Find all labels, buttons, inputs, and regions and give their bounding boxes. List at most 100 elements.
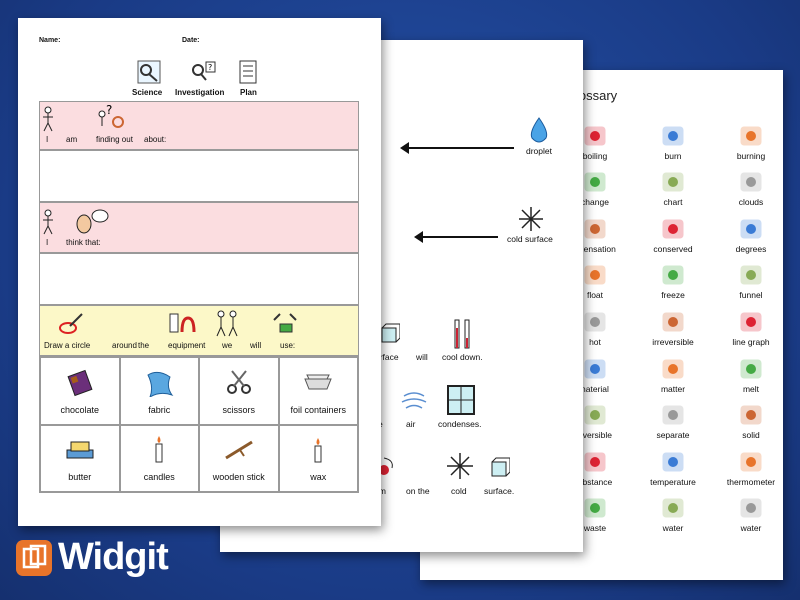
sentence-word: we [222,341,233,350]
cube-icon [491,457,510,477]
finding-out-answer-box[interactable] [39,150,359,202]
sentence-word: I [46,135,49,144]
hot-icon [584,312,606,332]
glossary-item: burn [630,118,716,165]
glossary-item-label: water [662,523,684,534]
funnel-icon [740,265,762,285]
change-icon [584,172,606,192]
glossary-item-label: melt [742,383,760,394]
glossary-item: line graph [716,304,783,351]
sentence-word: on the [406,486,430,496]
equipment-item[interactable]: butter [40,424,120,492]
foil-containers-icon [304,374,332,390]
irreversible-icon [662,312,684,332]
glossary-item: boiling [560,118,630,165]
sentence-word: am [66,135,78,144]
cold-surface-label: cold surface [507,234,553,244]
equipment-item-label: fabric [148,404,171,415]
sentence-word: I [46,238,49,247]
widgit-logo: Widgit [16,536,169,579]
widgit-logo-text: Widgit [58,536,169,578]
degrees-icon [740,219,762,239]
science-label: Science [132,88,163,97]
equipment-item[interactable]: chocolate [40,357,120,425]
equipment-item[interactable]: wax [278,424,358,492]
equipment-item[interactable]: wooden stick [199,424,279,492]
name-label: Name: [39,37,61,44]
sentence-word: equipment [168,341,206,350]
think-answer-box[interactable] [39,253,359,305]
burn-icon [662,126,684,146]
sentence-word: use: [280,341,296,350]
glossary-item-label: change [581,197,609,208]
equipment-item-label: chocolate [60,404,100,415]
glossary-item-label: clouds [738,197,764,208]
glossary-item-label: burning [736,150,766,161]
glossary-item: ndensation [560,211,630,258]
glossary-item: temperature [630,444,716,491]
boiling-icon [584,126,606,146]
snowflake-icon [519,207,543,231]
clouds-icon [740,172,762,192]
sentence-word: Draw a circle [44,341,91,350]
glossary-item: change [560,165,630,212]
burning-icon [740,126,762,146]
glossary-item: funnel [716,258,783,305]
equipment-prompt: Draw a circle around the equipment we wi… [39,305,359,356]
matter-icon [662,359,684,379]
equipment-item-label: foil containers [290,404,347,415]
glossary-item: separate [630,398,716,445]
glossary-item: water [716,491,783,538]
glossary-item-label: waste [583,523,607,534]
sentence-word: think that: [66,238,101,247]
reversible-icon [584,405,606,425]
droplet-arrow [400,142,514,154]
equipment-item[interactable]: scissors [199,357,279,425]
sentence-word: will [416,352,428,362]
equipment-item[interactable]: candles [119,424,199,492]
glossary-item-label: ubstance [577,476,613,487]
wax-icon [314,438,322,463]
glossary-title: lossary [576,88,618,103]
thermometer-icon [740,452,762,472]
glossary-item: conserved [630,211,716,258]
finding-out-icon: ? [98,104,124,128]
temperature-icon [662,452,684,472]
finding-out-prompt: ? I am finding out about: [39,101,359,150]
glossary-item-label: temperature [650,476,696,487]
think-icon [76,209,109,234]
glossary-item-label: burn [664,150,682,161]
glossary-item: degrees [716,211,783,258]
investigation-icon: ? [192,61,216,81]
glossary-item: float [560,258,630,305]
droplet-icon [530,117,548,143]
glossary-item-label: thermometer [726,476,776,487]
glossary-item: hot [560,304,630,351]
equipment-item[interactable]: fabric [119,357,199,425]
svg-text:?: ? [208,63,212,72]
glossary-item-label: water [740,523,762,534]
think-prompt: I think that: [39,202,359,253]
sentence-word: condenses. [438,419,482,429]
wooden-stick-icon [224,440,253,460]
snowflake-icon [447,453,473,479]
equipment-item-label: wooden stick [212,472,265,483]
science-icon [137,60,161,84]
equipment-item[interactable]: foil containers [278,357,358,425]
float-icon [584,265,606,285]
chocolate-icon [67,369,93,396]
glossary-item: eversible [560,398,630,445]
person-icon [43,106,53,132]
sentence-word: surface. [484,486,515,496]
cool-down-icon [454,319,470,349]
fabric-icon [147,371,174,397]
condensation-icon [584,219,606,239]
use-icon [273,313,297,333]
butter-icon [66,441,94,459]
scissors-icon [226,370,251,394]
water-tap-icon [740,498,762,518]
equipment-item-label: scissors [222,404,255,415]
plan-icon [239,60,257,84]
equipment-item-label: candles [143,472,175,483]
person-icon [43,209,53,235]
